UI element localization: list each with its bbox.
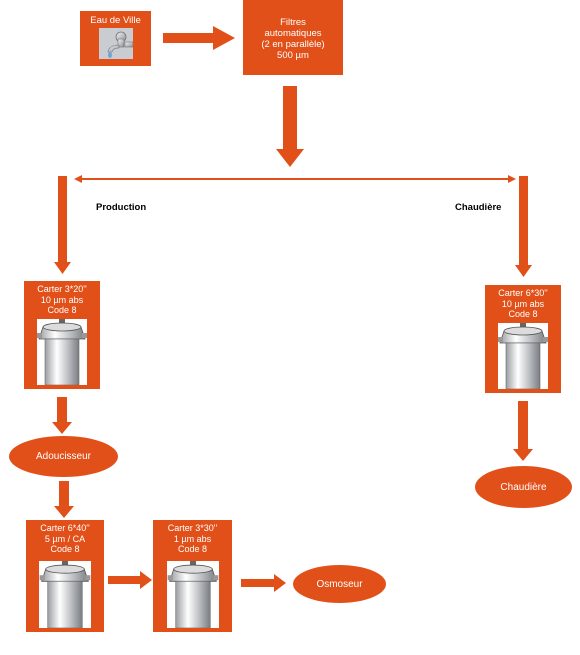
arrow-to-carter-chaud <box>515 176 532 277</box>
filter-housing-icon <box>166 561 219 628</box>
node-carter-3x30-label: Carter 3*30'' 1 µm abs Code 8 <box>167 523 218 554</box>
node-eau-de-ville: Eau de Ville <box>80 11 151 66</box>
arrow-to-carter-prod <box>54 176 71 274</box>
arrow-to-osmoseur <box>241 574 286 592</box>
node-carter-6x30: Carter 6*30'' 10 µm abs Code 8 <box>485 285 561 393</box>
arrow-split-horizontal <box>74 175 516 183</box>
node-carter-3x20-label: Carter 3*20'' 10 µm abs Code 8 <box>37 284 87 315</box>
branch-label-production: Production <box>96 202 147 213</box>
node-eau-de-ville-label: Eau de Ville <box>90 15 141 26</box>
node-adoucisseur: Adoucisseur <box>9 436 118 477</box>
node-carter-6x30-label: Carter 6*30'' 10 µm abs Code 8 <box>498 288 548 319</box>
faucet-icon <box>98 28 133 59</box>
node-carter-6x40: Carter 6*40'' 5 µm / CA Code 8 <box>26 520 104 632</box>
filter-housing-icon <box>37 319 87 385</box>
node-filtres-automatiques: Filtres automatiques (2 en parallèle) 50… <box>243 0 343 75</box>
arrow-to-adoucisseur <box>52 397 72 434</box>
node-carter-6x40-label: Carter 6*40'' 5 µm / CA Code 8 <box>40 523 90 554</box>
node-carter-3x30: Carter 3*30'' 1 µm abs Code 8 <box>153 520 232 632</box>
branch-label-chaudiere: Chaudière <box>455 202 502 213</box>
filter-housing-icon <box>39 561 91 628</box>
arrow-to-carter-640 <box>54 481 74 518</box>
arrow-filtres-down <box>276 86 304 167</box>
arrow-to-carter-330 <box>108 571 152 589</box>
arrow-to-chaudiere <box>513 401 533 461</box>
filter-housing-icon <box>498 323 548 389</box>
arrow-eau-to-filtres <box>163 26 235 50</box>
node-chaudiere: Chaudière <box>475 466 572 508</box>
node-osmoseur: Osmoseur <box>293 565 386 603</box>
node-carter-3x20: Carter 3*20'' 10 µm abs Code 8 <box>24 281 100 389</box>
node-filtres-label: Filtres automatiques (2 en parallèle) 50… <box>261 17 325 61</box>
